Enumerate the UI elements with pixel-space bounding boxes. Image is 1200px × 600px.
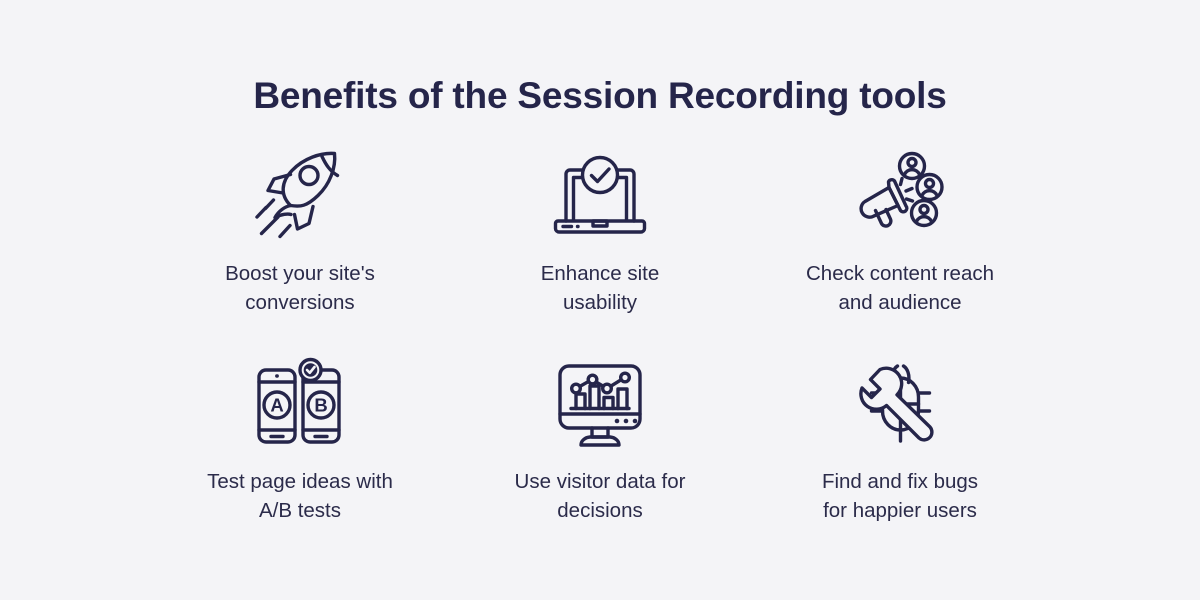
benefit-caption: Use visitor data for decisions (514, 469, 686, 522)
megaphone-audience-icon (848, 149, 952, 245)
ab-test-phones-icon: A B (248, 357, 352, 453)
benefit-card-ab-tests: A B Test page ideas with A/B tests (150, 357, 450, 565)
benefit-caption: Test page ideas with A/B tests (207, 469, 393, 522)
laptop-check-icon (548, 149, 652, 245)
benefit-caption: Find and fix bugs for happier users (821, 469, 979, 522)
benefit-caption: Enhance site usability (540, 261, 660, 314)
benefit-card-visitor-data: Use visitor data for decisions (450, 357, 750, 565)
benefit-card-boost-conversions: Boost your site's conversions (150, 149, 450, 357)
page-title: Benefits of the Session Recording tools (253, 75, 947, 116)
phone-a-label: A (270, 395, 283, 416)
benefit-card-content-reach: Check content reach and audience (750, 149, 1050, 357)
benefit-card-fix-bugs: Find and fix bugs for happier users (750, 357, 1050, 565)
benefit-caption: Boost your site's conversions (225, 261, 375, 314)
benefit-caption: Check content reach and audience (805, 261, 995, 314)
bug-wrench-icon (848, 357, 952, 453)
benefits-grid: Boost your site's conversions Enhance si… (150, 149, 1050, 565)
rocket-icon (248, 149, 352, 245)
phone-b-label: B (314, 395, 327, 416)
benefit-card-enhance-usability: Enhance site usability (450, 149, 750, 357)
monitor-analytics-icon (548, 357, 652, 453)
